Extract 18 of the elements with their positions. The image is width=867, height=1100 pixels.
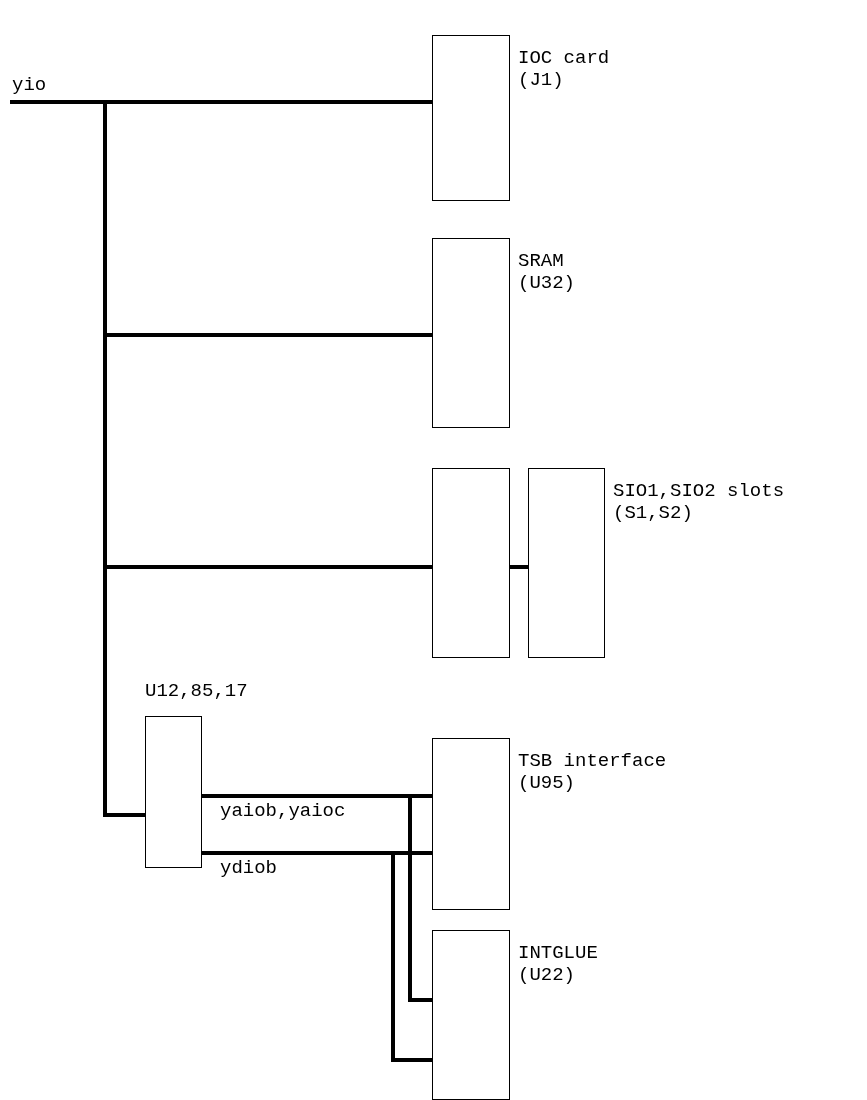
component-label: U12,85,17 [145, 680, 248, 702]
bus-line [510, 565, 528, 569]
bus-line [202, 851, 432, 1062]
component-label: SRAM [518, 250, 565, 272]
bus-line [202, 794, 432, 1002]
component-label: (U22) [518, 964, 576, 986]
component-label: TSB interface [518, 750, 667, 772]
bus-label: yio [12, 74, 47, 96]
component-label: (J1) [518, 69, 565, 91]
component-label: (U95) [518, 772, 576, 794]
component-label: INTGLUE [518, 942, 598, 964]
edge-label: yaiob,yaioc [220, 800, 346, 822]
component-label: SIO1,SIO2 slots [613, 480, 785, 502]
edge-label: ydiob [220, 857, 277, 879]
component-label: (S1,S2) [613, 502, 694, 524]
component-label: (U32) [518, 272, 575, 294]
component-label: IOC card [518, 47, 610, 69]
bus-line [10, 100, 145, 817]
